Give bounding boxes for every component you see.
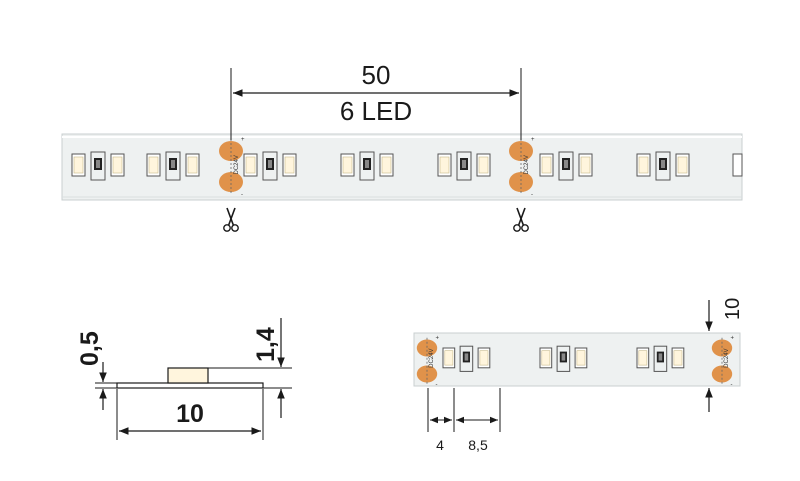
led-chip-group: [636, 151, 690, 181]
led-chip-group: [539, 151, 593, 181]
minus-sign: -: [731, 382, 733, 388]
cross-section-strip: [116, 382, 264, 389]
led-chip-group: [340, 151, 394, 181]
cut-pad-group: DC24V + -: [509, 137, 535, 198]
cut-pad-group: DC24V+ -: [711, 336, 735, 388]
cross-section-led: [167, 367, 209, 384]
pad-marking: DC24V: [234, 155, 240, 174]
pad-marking: DC24V: [524, 155, 530, 174]
led-chip-group: [146, 151, 200, 181]
minus-sign: -: [531, 192, 533, 198]
cut-pad-group: DC24V+ -: [416, 336, 440, 388]
led-chip-group: [437, 151, 491, 181]
pad-marking: DC24V: [429, 348, 435, 367]
top-led-chips: [71, 151, 743, 181]
plus-sign: +: [731, 336, 735, 342]
width-label: 10: [176, 400, 204, 428]
led-chip-group: [71, 151, 125, 181]
scissors-icon: [512, 207, 530, 232]
pitch-dimension: 50 6 LED: [230, 60, 522, 140]
led-count-label: 6 LED: [340, 96, 412, 126]
edge-offset-label: 4: [436, 437, 444, 453]
minus-sign: -: [436, 382, 438, 388]
strip-width-label: 10: [722, 298, 744, 320]
detail-led-chips: [442, 345, 685, 372]
height-label: 1,4: [252, 327, 280, 362]
led-chip-group: [243, 151, 297, 181]
led-spacing-label: 8,5: [468, 437, 488, 453]
led-chip-group: [636, 345, 685, 372]
minus-sign: -: [241, 192, 243, 198]
detail-width-dimension: 10: [705, 298, 744, 412]
plus-sign: +: [241, 137, 245, 143]
scissors-icon: [223, 207, 239, 232]
pad-marking: DC24V: [724, 348, 730, 367]
top-cut-pads: DC24V + - DC24V + -: [219, 137, 535, 198]
detail-spacing-dimension: 4 8,5: [427, 388, 501, 453]
top-strip-view: DC24V + - DC24V + -: [61, 133, 743, 201]
plus-sign: +: [531, 137, 535, 143]
led-chip-group: [539, 345, 588, 372]
led-chip-group: [442, 345, 491, 372]
pitch-value: 50: [362, 60, 391, 90]
detail-cut-pads: DC24V+-DC24V+-: [416, 336, 735, 388]
plus-sign: +: [436, 336, 440, 342]
cross-section-view: 0,5 1,4 10: [76, 318, 292, 440]
cut-pad-group: DC24V + -: [219, 137, 245, 198]
thickness-label: 0,5: [76, 331, 104, 366]
detail-strip-view: DC24V+-DC24V+-: [413, 332, 741, 388]
